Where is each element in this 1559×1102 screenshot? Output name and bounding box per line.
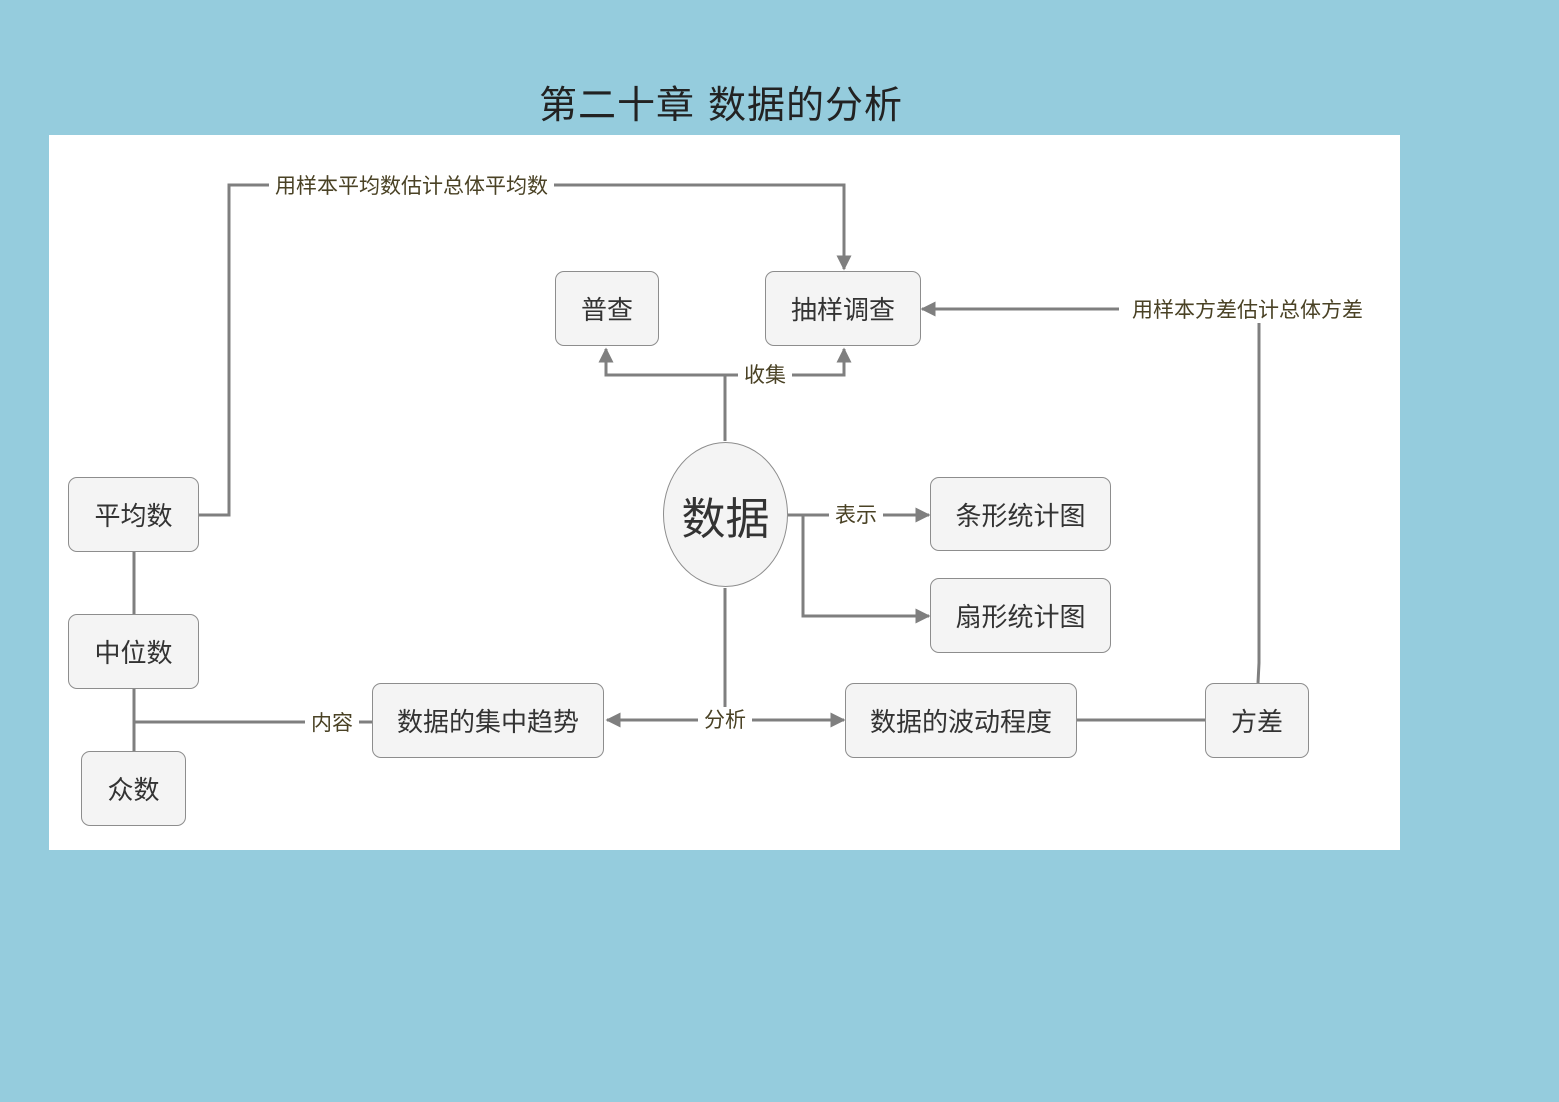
represent-to-pie <box>801 515 931 624</box>
mean-node: 平均数 <box>68 477 199 552</box>
connector-lines <box>132 183 1261 753</box>
central-tendency-node: 数据的集中趋势 <box>372 683 604 758</box>
dispersion-node: 数据的波动程度 <box>845 683 1077 758</box>
data-center-node: 数据 <box>663 442 788 587</box>
bar-chart-node: 条形统计图 <box>930 477 1111 551</box>
mode-node: 众数 <box>81 751 186 826</box>
census-node: 普查 <box>555 271 659 346</box>
represent-label: 表示 <box>829 502 883 528</box>
content-label: 内容 <box>305 710 359 736</box>
sampling-node: 抽样调查 <box>765 271 921 346</box>
collect-label: 收集 <box>738 362 792 388</box>
estimate-variance-label: 用样本方差估计总体方差 <box>1126 297 1369 323</box>
median-node: 中位数 <box>68 614 199 689</box>
analyze-label: 分析 <box>698 707 752 733</box>
mind-map-panel: 数据 普查 抽样调查 条形统计图 扇形统计图 数据的集中趋势 数据的波动程度 方… <box>49 135 1400 850</box>
variance-node: 方差 <box>1205 683 1309 758</box>
pie-chart-node: 扇形统计图 <box>930 578 1111 653</box>
mean-to-sampling <box>199 183 852 517</box>
collect-to-census <box>598 347 725 377</box>
variance-to-sampling <box>922 309 1261 684</box>
estimate-mean-label: 用样本平均数估计总体平均数 <box>269 173 554 199</box>
page-title: 第二十章 数据的分析 <box>538 83 904 127</box>
